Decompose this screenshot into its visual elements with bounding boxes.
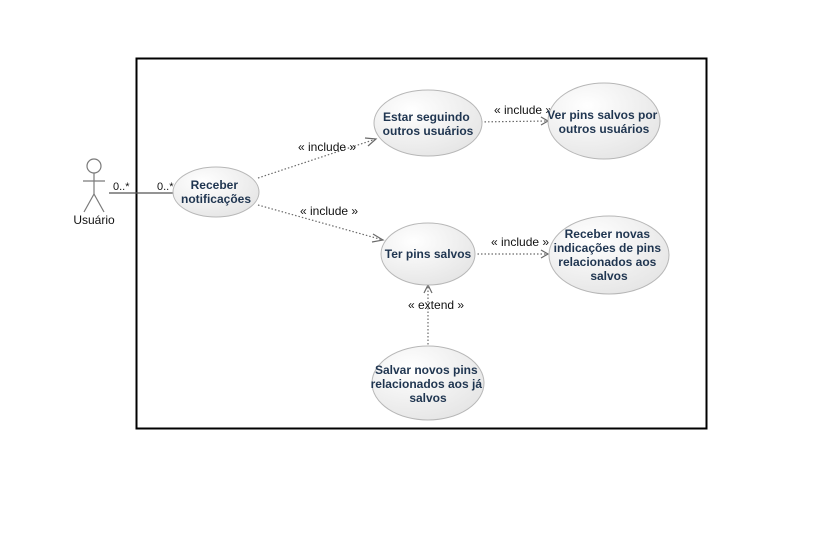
multiplicity-usecase-end: 0..*	[157, 181, 174, 193]
usecase-ellipse	[547, 82, 661, 160]
usecase-ellipse	[371, 345, 485, 421]
include-label-1: « include »	[298, 140, 356, 154]
usecase-label-line: Receber	[191, 178, 239, 192]
actor-label: Usuário	[73, 213, 115, 227]
include-label-4: « include »	[491, 235, 549, 249]
usecase-estar-seguindo[interactable]: Estar seguindo outros usuários	[373, 89, 483, 157]
multiplicity-actor-end: 0..*	[113, 181, 130, 193]
include-arrowhead-2	[371, 233, 385, 243]
usecase-label-line: Salvar novos pins	[375, 363, 478, 377]
extend-relation-1[interactable]: « extend »	[408, 283, 464, 348]
usecase-label-line: salvos	[590, 269, 628, 283]
extend-label-1: « extend »	[408, 298, 464, 312]
usecase-label-line: outros usuários	[559, 122, 650, 136]
usecase-label: Salvar novos pins relacionados aos já sa…	[371, 363, 486, 405]
system-boundary	[135, 57, 708, 430]
usecase-label: Ver pins salvos por outros usuários	[547, 108, 660, 136]
usecase-label-line: Estar seguindo	[383, 110, 470, 124]
usecase-label-line: outros usuários	[383, 124, 474, 138]
usecase-label-line: Receber novas	[565, 227, 651, 241]
include-arrowhead-1	[364, 137, 378, 147]
usecase-ter-pins-salvos[interactable]: Ter pins salvos	[380, 222, 476, 286]
include-label-3: « include »	[494, 103, 552, 117]
actor-head	[86, 158, 102, 174]
usecase-label-line: Ver pins salvos por	[547, 108, 657, 122]
usecase-ellipse	[548, 215, 670, 295]
actor-right-leg	[93, 193, 105, 213]
usecase-label-line: indicações de pins	[554, 241, 662, 255]
include-relation-3[interactable]: « include »	[473, 103, 552, 126]
include-label-2: « include »	[300, 204, 358, 218]
include-relation-1[interactable]: « include »	[257, 137, 378, 179]
usecase-label: Estar seguindo outros usuários	[383, 110, 474, 138]
usecase-receber-notificacoes[interactable]: Receber notificações	[172, 166, 260, 218]
actor-usuario[interactable]: Usuário	[73, 158, 115, 227]
usecase-label: Ter pins salvos	[385, 247, 472, 261]
usecase-salvar-novos-pins[interactable]: Salvar novos pins relacionados aos já sa…	[371, 345, 486, 421]
usecase-ellipse	[380, 222, 476, 286]
include-line-2	[257, 204, 384, 241]
usecase-label: Receber notificações	[181, 178, 251, 206]
include-relation-4[interactable]: « include »	[474, 235, 550, 259]
usecase-label-line: salvos	[409, 391, 447, 405]
actor-left-leg	[83, 193, 95, 213]
usecase-ellipse	[172, 166, 260, 218]
include-relation-2[interactable]: « include »	[257, 204, 385, 243]
usecase-label-line: relacionados aos já	[371, 377, 483, 391]
usecase-label-line: relacionados aos	[558, 255, 656, 269]
usecase-receber-novas-indicacoes[interactable]: Receber novas indicações de pins relacio…	[548, 215, 670, 295]
usecase-ellipse	[373, 89, 483, 157]
include-line-3	[473, 120, 549, 123]
usecase-label-line: Ter pins salvos	[385, 247, 472, 261]
usecase-label: Receber novas indicações de pins relacio…	[554, 227, 665, 283]
include-arrowhead-4	[540, 249, 550, 259]
usecase-ver-pins-salvos[interactable]: Ver pins salvos por outros usuários	[547, 82, 661, 160]
usecase-label-line: notificações	[181, 192, 251, 206]
